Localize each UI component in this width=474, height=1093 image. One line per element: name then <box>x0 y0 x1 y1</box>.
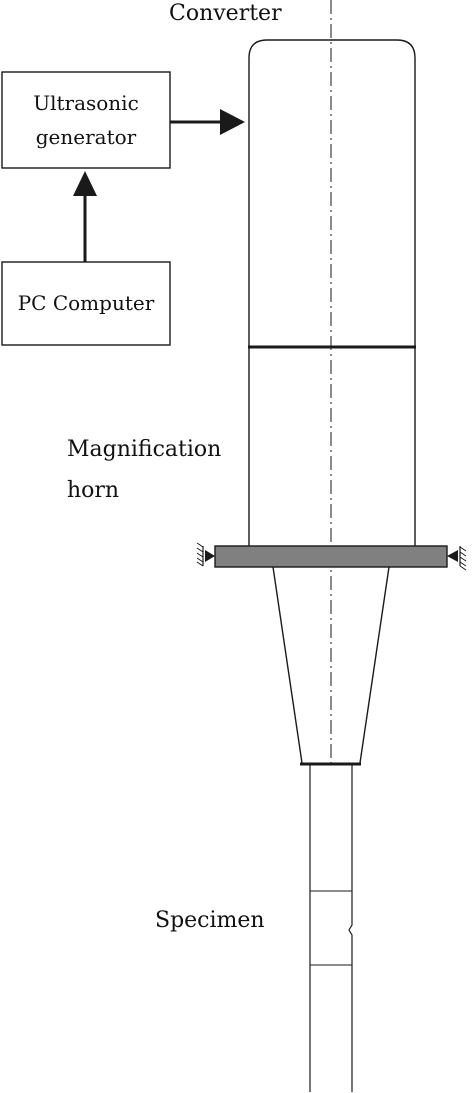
right-support-icon <box>447 546 467 571</box>
magnification-horn-label-line2: horn <box>67 478 119 503</box>
ultrasonic-generator-label-line2: generator <box>36 125 137 149</box>
specimen <box>309 765 353 1092</box>
generator-to-converter-arrowhead-icon <box>220 109 245 135</box>
pc-to-generator-arrowhead-icon <box>73 171 97 196</box>
ultrasonic-generator-label-line1: Ultrasonic <box>33 91 139 115</box>
horn-upper-cylinder <box>248 347 416 546</box>
horn-taper <box>272 566 390 764</box>
pc-computer-label: PC Computer <box>18 291 155 315</box>
left-support-icon <box>196 542 215 567</box>
converter-label: Converter <box>169 1 282 26</box>
magnification-horn-label-line1: Magnification <box>67 437 221 462</box>
ultrasonic-generator-box <box>1 71 171 169</box>
horn-flange <box>214 545 448 568</box>
specimen-label: Specimen <box>155 908 265 933</box>
converter-body <box>248 39 416 347</box>
